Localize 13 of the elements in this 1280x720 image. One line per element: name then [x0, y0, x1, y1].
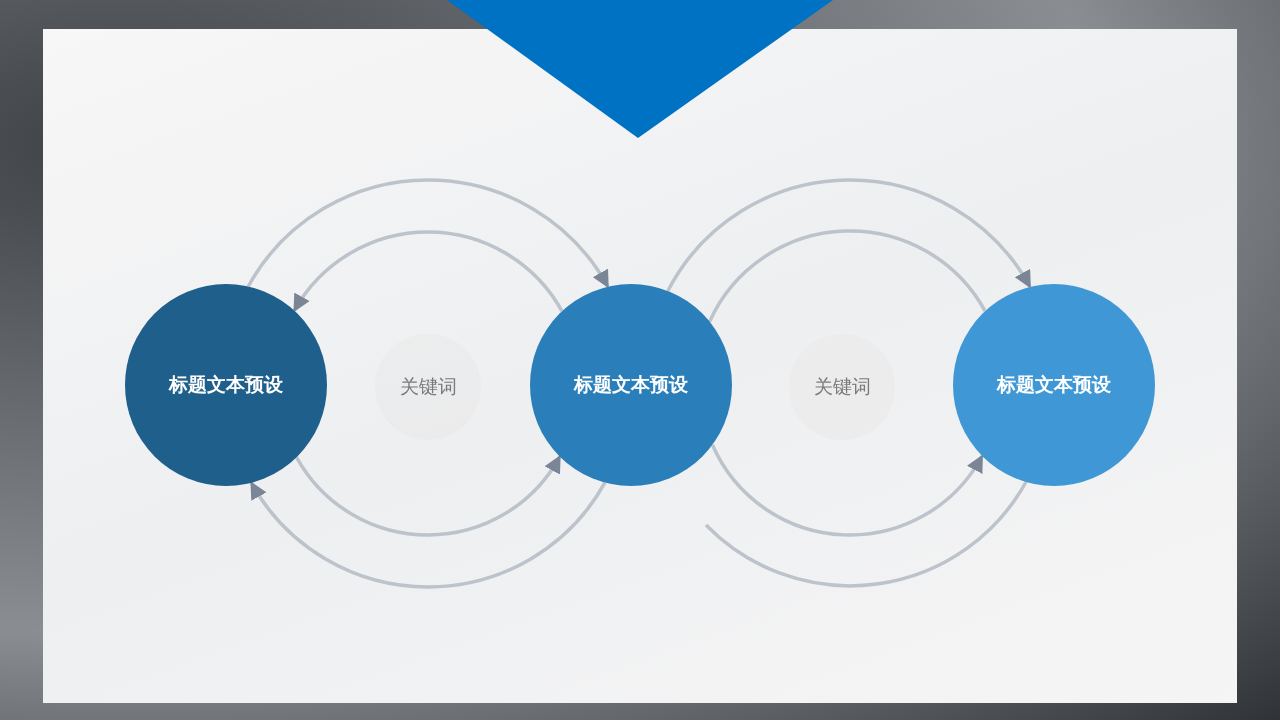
curved-arrow [710, 444, 984, 537]
curved-arrow [246, 178, 610, 289]
curved-arrow [292, 230, 564, 313]
curved-line [708, 229, 987, 323]
curved-line [704, 481, 1028, 588]
curved-arrow [666, 178, 1032, 292]
circle-title: 标题文本预设 [997, 372, 1111, 397]
circle-title: 标题文本预设 [574, 372, 688, 397]
curved-arrow [295, 455, 562, 537]
curved-arrow [249, 481, 607, 589]
keyword-label: 关键词 [399, 374, 457, 399]
circle-title: 标题文本预设 [169, 372, 283, 397]
keyword-label: 关键词 [813, 374, 871, 399]
